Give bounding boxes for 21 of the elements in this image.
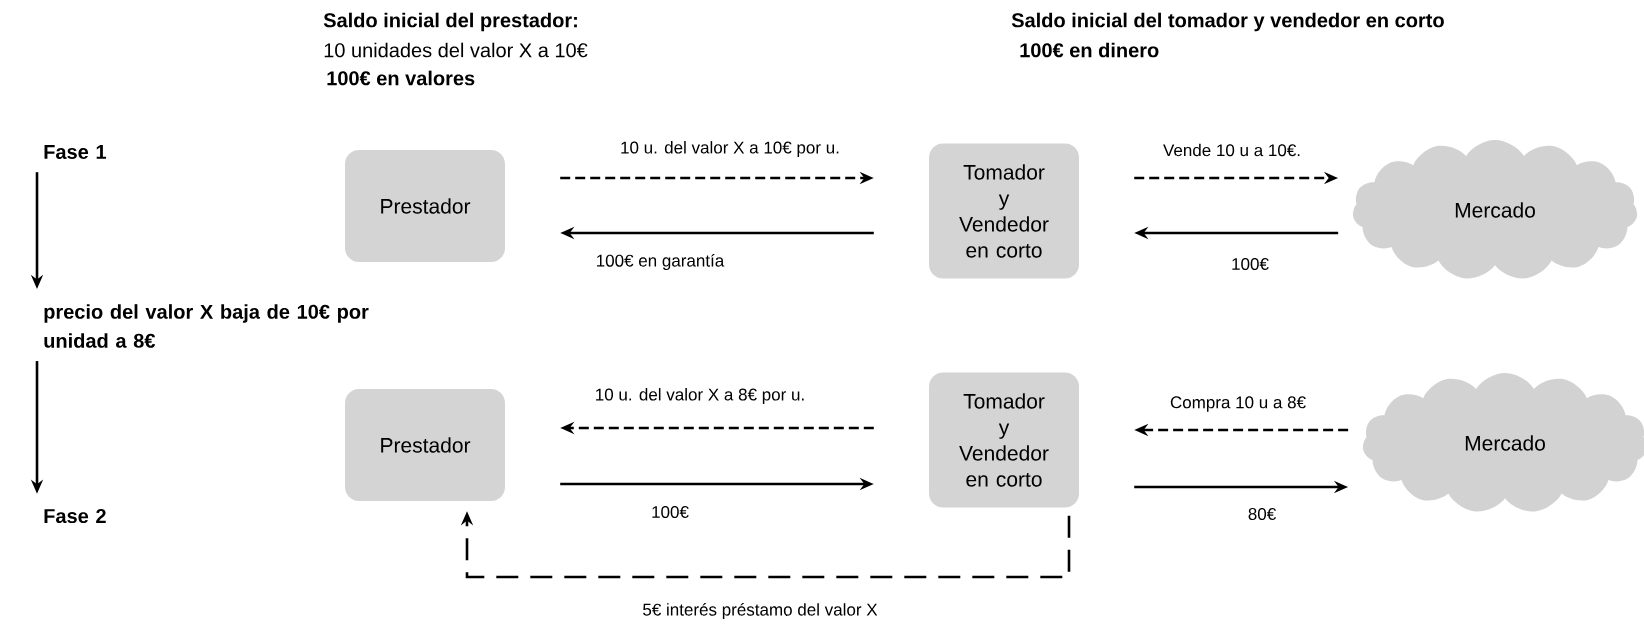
edge-label: 100€ (1230, 257, 1270, 272)
edge-label: 80€ (1246, 507, 1278, 521)
edge-label: 100€ en garantía (594, 253, 726, 272)
edge-label: Compra 10 u a 8€ (1168, 395, 1308, 413)
balance-text: 100€ en valores (327, 70, 475, 86)
edge-label: 100€ (650, 505, 690, 519)
edge-label: Vende 10 u a 10€. (1162, 142, 1302, 158)
rounded-box: Tomador y Vendedor en corto (929, 143, 1079, 279)
balance-text: 10 unidades del valor X a 10€ (324, 42, 588, 58)
balance-text: 100€ en dinero (1020, 42, 1159, 58)
heading-text: Saldo inicial del prestador: (323, 12, 577, 32)
phase-text: Fase 2 (44, 508, 106, 524)
edge-label: 10 u. del valor X a 10€ por u. (619, 140, 841, 158)
phase-text: Fase 1 (44, 145, 106, 159)
rounded-box: Prestador (345, 150, 505, 262)
rounded-box: Prestador (345, 389, 505, 501)
heading-text: Saldo inicial del tomador y vendedor en corto (1011, 12, 1444, 32)
edge-label: 10 u. del valor X a 8€ por u. (593, 387, 807, 405)
edge-label: 5€ interés préstamo del valor X (641, 602, 879, 621)
rounded-box: Tomador y Vendedor en corto (929, 372, 1079, 508)
phase-text: precio del valor X baja de 10€ por unidad a 8€ (44, 304, 369, 348)
